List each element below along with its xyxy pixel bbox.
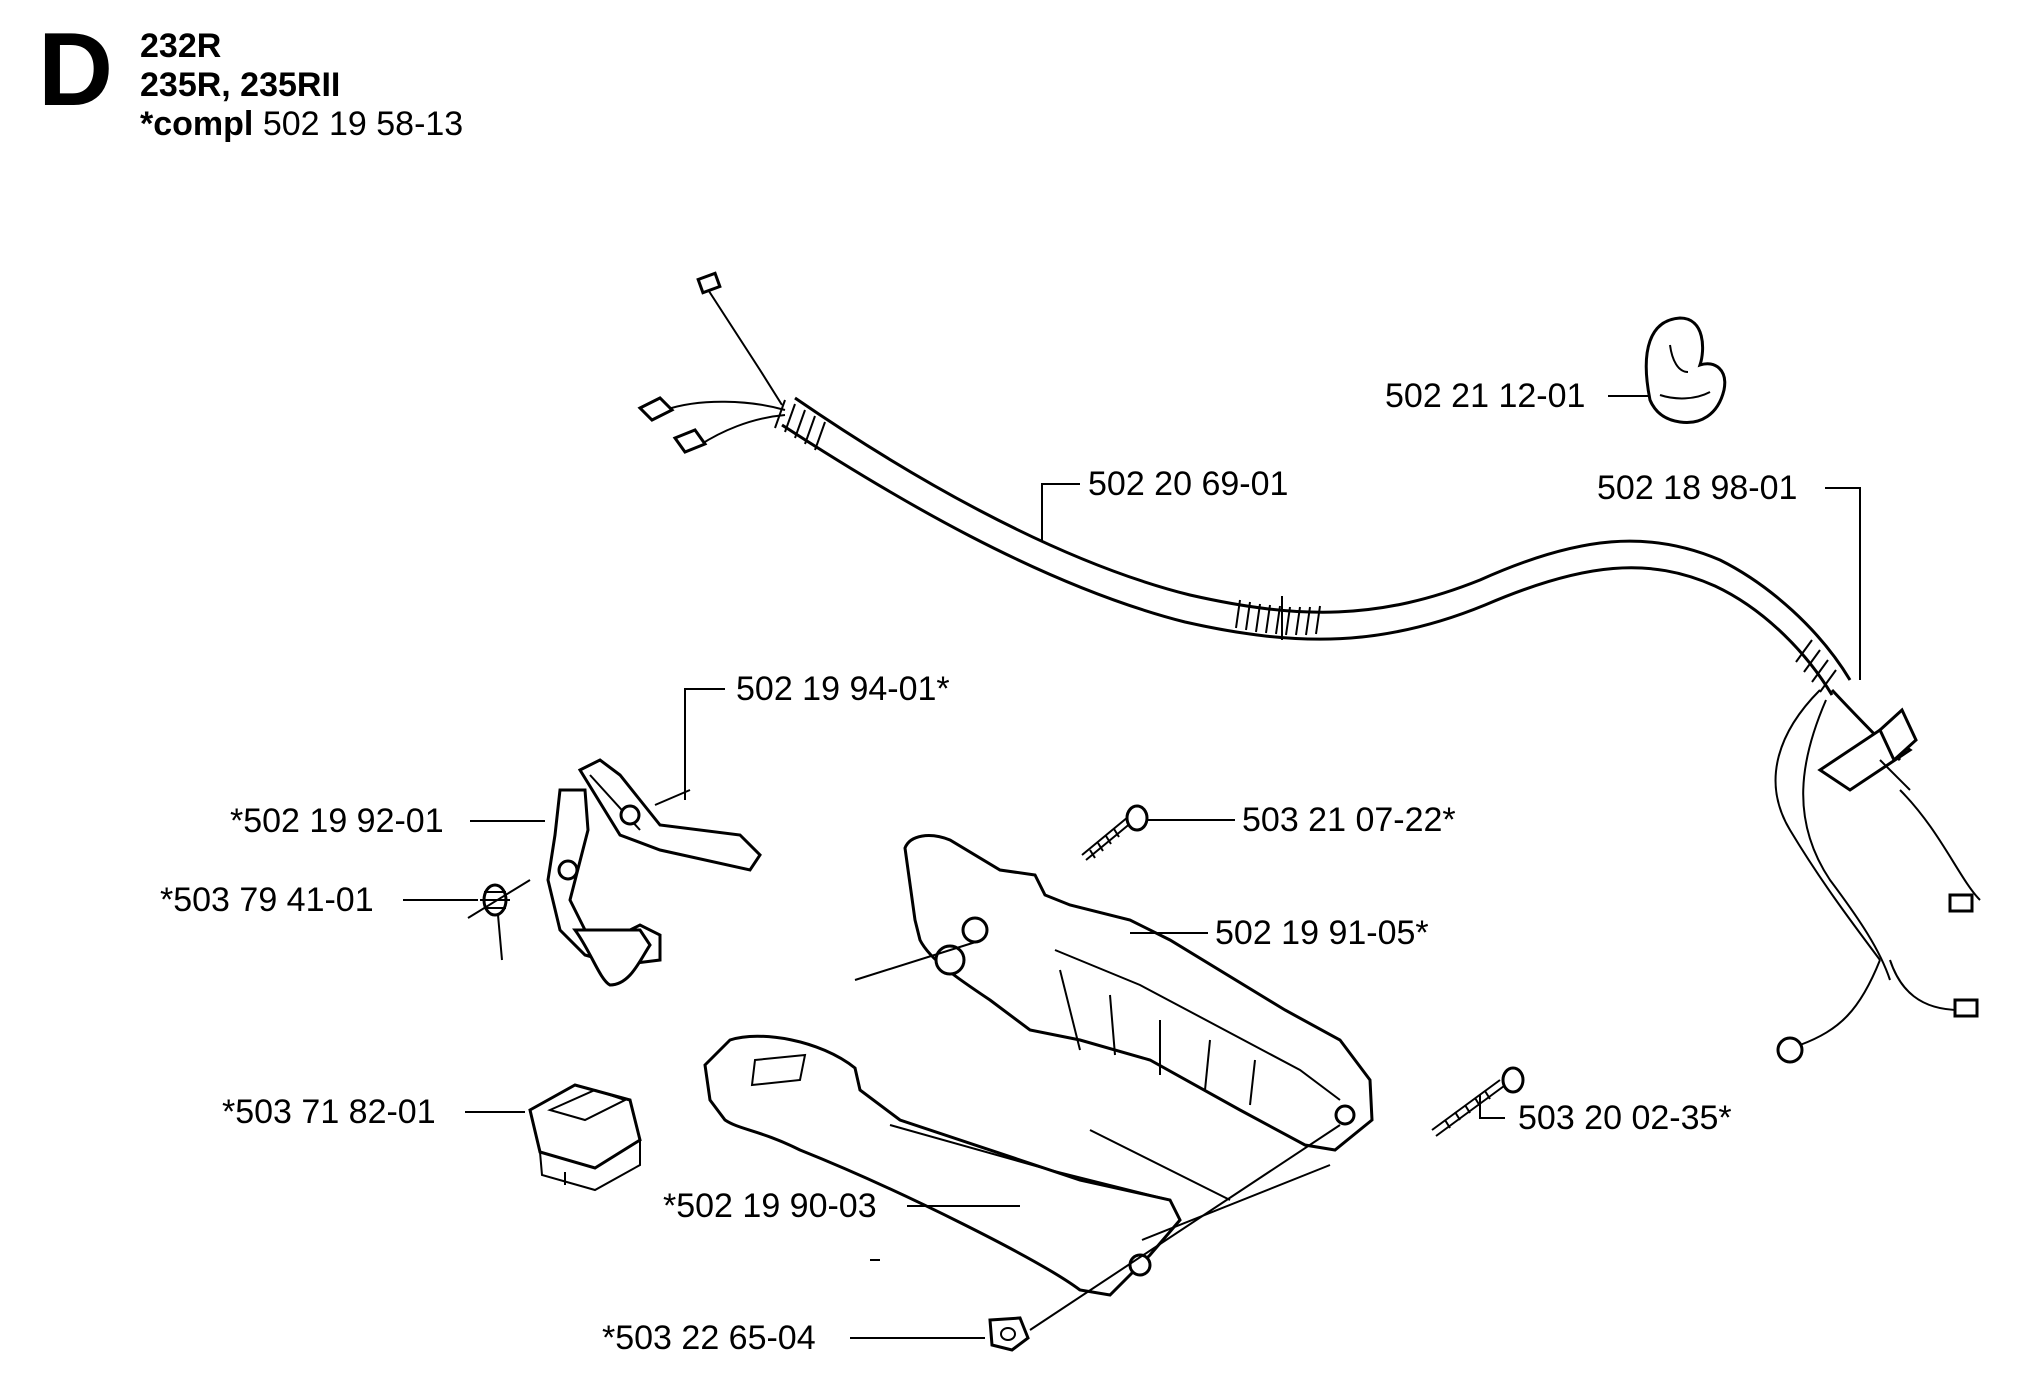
compl-label: *compl	[140, 105, 254, 143]
compl-line: *compl 502 19 58-13	[140, 104, 463, 144]
throttle-assembly-drawing	[546, 758, 762, 987]
spring-drawing	[467, 879, 531, 961]
part-number-throttle-lockout: *502 19 92-01	[230, 802, 444, 840]
wire-harness-drawing	[1774, 688, 1981, 1064]
leader-lines	[403, 395, 1861, 1339]
handle-right-half-drawing	[903, 834, 1374, 1152]
part-number-screw-upper: 503 21 07-22*	[1242, 801, 1456, 839]
part-number-wire-harness: 502 18 98-01	[1597, 469, 1798, 507]
cable-drawing	[637, 271, 1852, 696]
part-number-cable: 502 20 69-01	[1088, 465, 1289, 503]
stop-switch-drawing	[528, 1083, 642, 1192]
model-235r: 235R, 235RII	[140, 66, 341, 104]
part-number-screw-long: 503 20 02-35*	[1518, 1099, 1732, 1137]
model-232r: 232R	[140, 27, 222, 65]
part-number-clamp: 502 21 12-01	[1385, 377, 1586, 415]
clamp-drawing	[1644, 316, 1727, 425]
nut-drawing	[988, 1316, 1030, 1352]
part-number-spring: *503 79 41-01	[160, 881, 374, 919]
handle-left-half-drawing	[703, 1034, 1231, 1297]
screw-upper-drawing	[1081, 804, 1149, 861]
section-letter: D	[38, 12, 114, 128]
part-number-throttle-lever: 502 19 94-01*	[736, 670, 950, 708]
part-number-handle-left-half: *502 19 90-03	[663, 1187, 877, 1225]
part-number-handle-right-half: 502 19 91-05*	[1215, 914, 1429, 952]
part-number-nut: *503 22 65-04	[602, 1319, 816, 1357]
part-number-stop-switch: *503 71 82-01	[222, 1093, 436, 1131]
screw-long-drawing	[1431, 1066, 1525, 1137]
compl-number: 502 19 58-13	[262, 105, 464, 143]
